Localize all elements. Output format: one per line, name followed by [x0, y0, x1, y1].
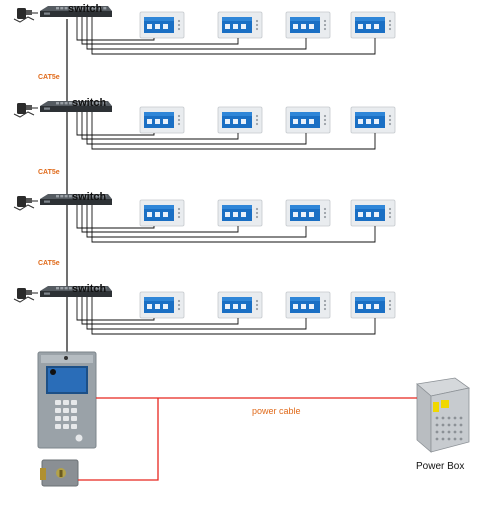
indoor-monitor-1-3	[285, 11, 331, 39]
indoor-monitor-1-2	[217, 11, 263, 39]
tier-4	[13, 286, 396, 335]
monitor-cable	[86, 205, 307, 238]
indoor-monitor-2-1	[139, 106, 185, 134]
indoor-monitor-3-3	[285, 199, 331, 227]
switch-label-4: switch	[72, 283, 107, 295]
monitor-cable	[76, 112, 155, 136]
cable-label-2: CAT5e	[38, 169, 60, 176]
monitor-cable	[86, 17, 307, 50]
indoor-monitor-2-2	[217, 106, 263, 134]
power-adapter-icon	[13, 8, 38, 23]
tier-1	[13, 6, 396, 55]
monitor-cable	[81, 17, 239, 45]
power-adapter-icon	[13, 288, 38, 303]
monitor-cable	[86, 112, 307, 145]
tier-3	[13, 194, 396, 243]
switch-label-2: switch	[72, 97, 107, 109]
power-cable-label: power cable	[252, 406, 301, 416]
monitor-cable	[76, 17, 155, 41]
tier-2	[13, 101, 396, 150]
indoor-monitor-4-3	[285, 291, 331, 319]
indoor-monitor-4-4	[350, 291, 396, 319]
indoor-monitor-1-4	[350, 11, 396, 39]
monitor-cable	[91, 297, 376, 335]
indoor-monitor-3-4	[350, 199, 396, 227]
power-box-label: Power Box	[416, 461, 465, 472]
switch-label-3: switch	[72, 191, 107, 203]
indoor-monitor-4-1	[139, 291, 185, 319]
monitor-cable	[81, 297, 239, 325]
indoor-monitor-3-1	[139, 199, 185, 227]
switch-device	[40, 286, 112, 297]
power-adapter-icon	[13, 196, 38, 211]
indoor-monitor-1-1	[139, 11, 185, 39]
power-cable-lock	[78, 398, 159, 481]
monitor-cable	[81, 112, 239, 140]
switch-device	[40, 6, 112, 17]
monitor-cable	[76, 205, 155, 229]
door-station	[37, 351, 97, 449]
monitor-cable	[81, 205, 239, 233]
indoor-monitor-2-3	[285, 106, 331, 134]
indoor-monitor-2-4	[350, 106, 396, 134]
cable-label-1: CAT5e	[38, 74, 60, 81]
monitor-cable	[91, 17, 376, 55]
power-adapter-icon	[13, 103, 38, 118]
power-box	[416, 377, 470, 453]
electric-lock	[40, 459, 79, 487]
monitor-cable	[86, 297, 307, 330]
indoor-monitor-4-2	[217, 291, 263, 319]
monitor-cable	[91, 205, 376, 243]
monitor-cable	[76, 297, 155, 321]
switch-device	[40, 101, 112, 112]
switch-label-1: switch	[68, 3, 103, 15]
cable-label-3: CAT5e	[38, 260, 60, 267]
indoor-monitor-3-2	[217, 199, 263, 227]
switch-device	[40, 194, 112, 205]
monitor-cable	[91, 112, 376, 150]
